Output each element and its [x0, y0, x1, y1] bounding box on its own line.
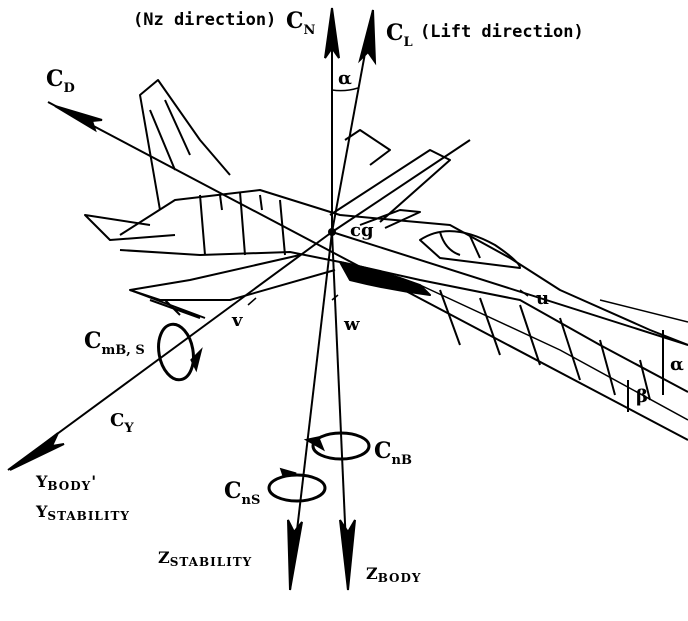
cm-rotation-arrow	[157, 322, 203, 382]
alpha-beta-brackets	[627, 330, 664, 412]
alpha-right-label: α	[670, 354, 684, 375]
velocity-arrows	[247, 289, 529, 306]
nz-direction-label: (Nz direction)	[133, 10, 277, 30]
cnb-label: CnB	[374, 438, 412, 468]
u-axis-line	[331, 231, 688, 346]
lift-direction-label: (Lift direction)	[420, 22, 584, 42]
zstab-arrowhead	[287, 519, 303, 591]
w-label: w	[344, 314, 360, 335]
alpha-top-marker	[331, 87, 359, 92]
axes	[7, 7, 688, 591]
cd-label: CD	[46, 66, 75, 96]
cg-point	[328, 228, 336, 236]
cy-label: CY	[110, 410, 134, 436]
cg-label: cg	[350, 220, 374, 241]
xstab-axis-line	[331, 139, 471, 233]
cns-rotation-arrow	[267, 467, 327, 503]
y-arrowhead	[9, 432, 65, 471]
beta-label: β	[636, 386, 648, 407]
alpha-top-label: α	[338, 68, 352, 89]
ystability-label: YSTABILITY	[36, 502, 130, 523]
cns-label: CnS	[224, 478, 261, 508]
cn-label: CN	[286, 8, 316, 38]
cl-label: CL	[386, 20, 413, 50]
ybody-label: YBODY'	[36, 472, 97, 493]
cn-arrowhead	[324, 7, 340, 59]
v-label: v	[232, 310, 243, 331]
cd-arrowhead	[54, 105, 103, 133]
u-label: u	[536, 288, 550, 309]
zbody-arrowhead	[339, 519, 356, 591]
aircraft-drawing	[84, 79, 688, 421]
zstability-label: ZSTABILITY	[158, 548, 253, 569]
cm-label: CmB, S	[84, 328, 145, 358]
cnb-rotation-arrow	[303, 431, 371, 461]
zbody-label: ZBODY	[366, 564, 422, 585]
y-axis-line	[7, 231, 333, 471]
cd-axis-line	[47, 101, 688, 441]
cl-arrowhead	[358, 9, 377, 66]
